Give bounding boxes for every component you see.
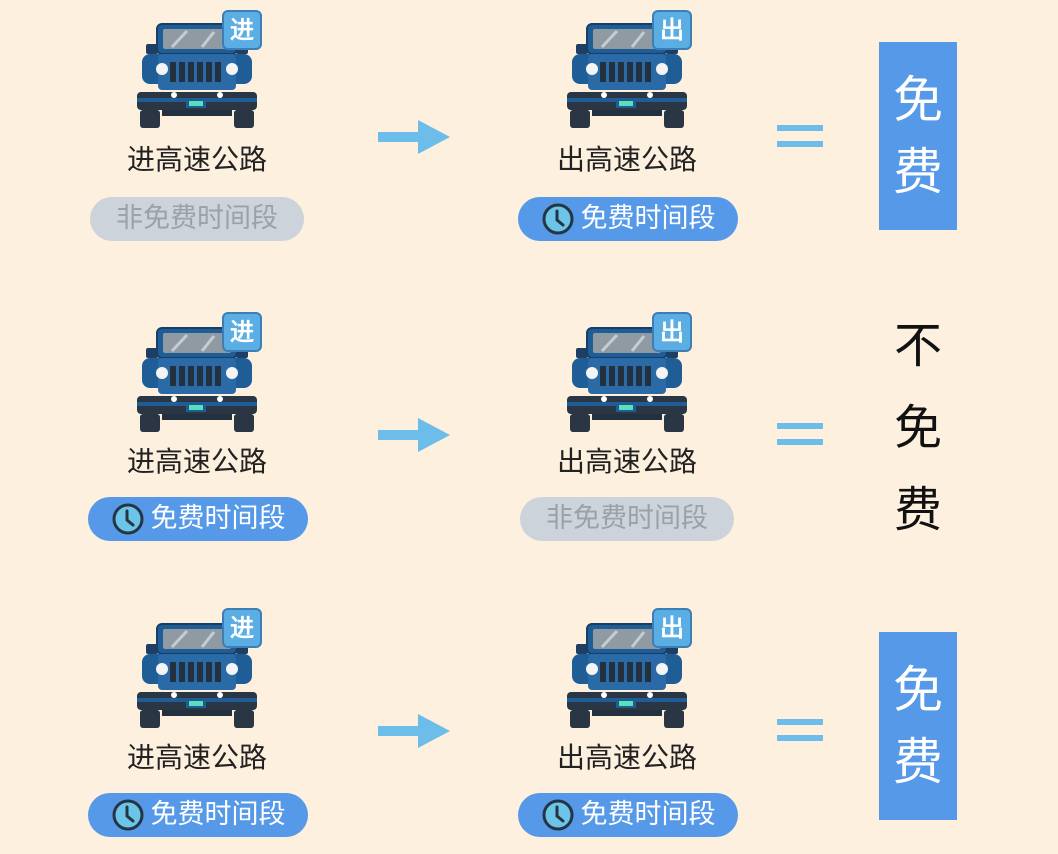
entry-period-text: 免费时间段 — [150, 799, 286, 830]
equals-icon — [777, 125, 823, 151]
right-arrow-icon — [378, 714, 450, 748]
car-icon — [562, 622, 692, 732]
result-char: 费 — [893, 143, 943, 201]
equals-icon — [777, 423, 823, 449]
entry-period-text: 免费时间段 — [150, 503, 286, 534]
exit-period-text: 免费时间段 — [580, 799, 716, 830]
car-icon — [562, 326, 692, 436]
result-char: 费 — [893, 733, 943, 791]
entry-label: 进高速公路 — [126, 143, 267, 176]
entry-period-pill: 免费时间段 — [88, 793, 308, 837]
exit-badge: 出 — [652, 10, 692, 50]
exit-label: 出高速公路 — [556, 741, 697, 774]
result-char: 免 — [893, 71, 943, 129]
result-not-free: 不免费 — [879, 318, 957, 538]
exit-label: 出高速公路 — [556, 143, 697, 176]
entry-label: 进高速公路 — [126, 741, 267, 774]
exit-period-pill: 免费时间段 — [518, 793, 738, 837]
right-arrow-icon — [378, 120, 450, 154]
exit-period-text: 免费时间段 — [580, 203, 716, 234]
exit-badge: 出 — [652, 312, 692, 352]
diagram-row: 进进高速公路 免费时间段 出出高速公路 免费时间段 免费 — [0, 594, 1058, 854]
car-icon — [132, 22, 262, 132]
car-icon — [562, 22, 692, 132]
exit-label: 出高速公路 — [556, 445, 697, 478]
entry-period-text: 非免费时间段 — [116, 203, 278, 234]
entry-period-pill: 免费时间段 — [88, 497, 308, 541]
equals-icon — [777, 719, 823, 745]
entry-label: 进高速公路 — [126, 445, 267, 478]
entry-badge: 进 — [222, 608, 262, 648]
car-icon — [132, 622, 262, 732]
exit-period-pill: 免费时间段 — [518, 197, 738, 241]
entry-badge: 进 — [222, 10, 262, 50]
clock-icon — [111, 502, 145, 536]
result-free-box: 免费 — [879, 42, 957, 230]
right-arrow-icon — [378, 418, 450, 452]
result-char: 免 — [893, 400, 942, 456]
clock-icon — [111, 798, 145, 832]
result-char: 免 — [893, 661, 943, 719]
exit-period-text: 非免费时间段 — [546, 503, 708, 534]
entry-period-pill: 非免费时间段 — [90, 197, 304, 241]
result-char: 不 — [893, 318, 942, 374]
clock-icon — [541, 798, 575, 832]
clock-icon — [541, 202, 575, 236]
entry-badge: 进 — [222, 312, 262, 352]
result-free-box: 免费 — [879, 632, 957, 820]
diagram-row: 进进高速公路非免费时间段 出出高速公路 免费时间段 免费 — [0, 0, 1058, 300]
car-icon — [132, 326, 262, 436]
exit-period-pill: 非免费时间段 — [520, 497, 734, 541]
result-char: 费 — [893, 482, 942, 538]
diagram-row: 进进高速公路 免费时间段 出出高速公路非免费时间段 不免费 — [0, 298, 1058, 598]
exit-badge: 出 — [652, 608, 692, 648]
